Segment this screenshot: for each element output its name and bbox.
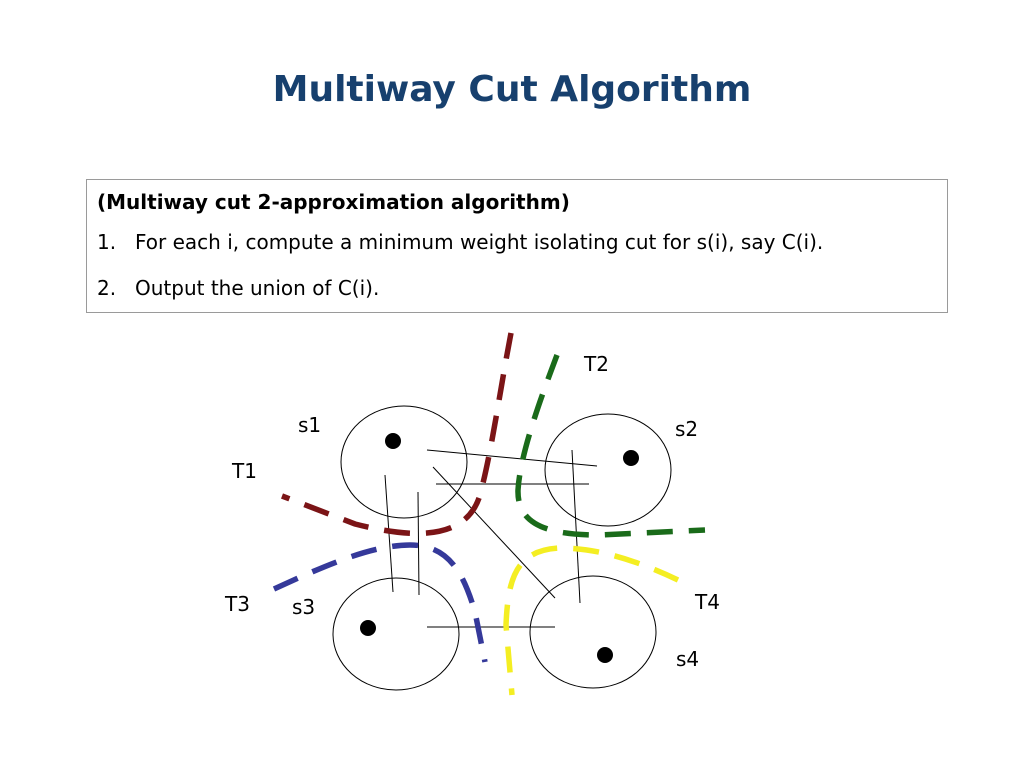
cut-curve-t1 — [281, 332, 514, 537]
node-label-s4: s4 — [676, 647, 699, 671]
node-circle-s1 — [340, 405, 468, 519]
slide-title: Multiway Cut Algorithm — [272, 69, 752, 110]
node-dot-s3 — [360, 620, 376, 636]
node-label-s1: s1 — [298, 413, 321, 437]
step-text: For each i, compute a minimum weight iso… — [135, 230, 824, 254]
edge — [426, 449, 598, 467]
edge — [432, 466, 556, 599]
node-dot-s4 — [597, 647, 613, 663]
algorithm-step-1: 1. For each i, compute a minimum weight i… — [97, 228, 823, 256]
node-label-s3: s3 — [292, 595, 315, 619]
algorithm-step-2: 2. Output the union of C(i). — [97, 274, 379, 302]
step-text: Output the union of C(i). — [135, 276, 380, 300]
cut-label-t1: T1 — [231, 459, 257, 483]
cut-curve-t3 — [272, 542, 488, 663]
node-dot-s1 — [385, 433, 401, 449]
edges — [384, 449, 598, 628]
cut-curve-t4 — [503, 545, 680, 696]
node-circle-s4 — [529, 575, 657, 689]
node-dot-s2 — [623, 450, 639, 466]
edge — [571, 449, 581, 604]
cut-label-t4: T4 — [694, 590, 720, 614]
node-label-s2: s2 — [675, 417, 698, 441]
step-number: 1. — [97, 230, 117, 254]
cut-label-t2: T2 — [583, 352, 609, 376]
node-circle-s3 — [332, 577, 460, 691]
algorithm-box: (Multiway cut 2-approximation algorithm)… — [86, 179, 948, 313]
cut-label-t3: T3 — [224, 592, 250, 616]
node-circle-s2 — [544, 413, 672, 527]
algorithm-heading: (Multiway cut 2-approximation algorithm) — [97, 190, 570, 214]
cut-curve-t2 — [515, 354, 706, 538]
step-number: 2. — [97, 276, 117, 300]
